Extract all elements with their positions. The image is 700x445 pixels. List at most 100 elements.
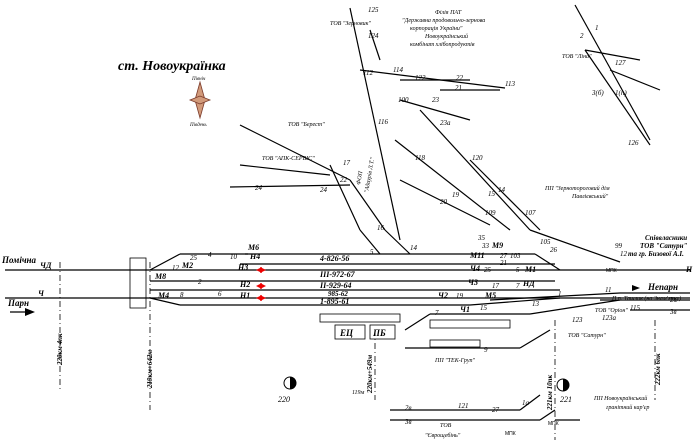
num-label: 24: [255, 184, 263, 192]
branch-124: [369, 29, 381, 61]
num-label: 1(п): [615, 89, 627, 97]
num-label: 9: [484, 346, 488, 354]
company-fop: "Адаурів Л.Т.": [363, 156, 376, 193]
signal-m9: М9: [491, 241, 503, 250]
mpk-label: МПК: [505, 431, 516, 437]
num-label: 114: [393, 66, 403, 74]
direction-east-tashlyk: П.п. Ташлик (на Знам'янку): [611, 295, 681, 302]
branch-127: [584, 49, 641, 61]
signal-m8: М8: [154, 272, 166, 281]
num-label: 126: [628, 139, 639, 147]
num-label: 116: [378, 118, 388, 126]
num-label: 221: [560, 395, 572, 404]
num-label: 6: [218, 290, 222, 298]
signal-ch2: Ч2: [438, 291, 448, 300]
num-label: 2в: [405, 404, 412, 412]
branch-1a-b: [539, 409, 556, 421]
direction-east: Непарн: [647, 282, 678, 292]
track-label-4: 4-826-56: [319, 254, 349, 263]
red-arrow: [260, 267, 266, 273]
num-label: 107: [525, 209, 536, 217]
signal-m2: М2: [181, 261, 193, 270]
compass-south-label: Південь: [189, 123, 207, 128]
num-label: 112: [363, 69, 373, 77]
signal-n: Н: [685, 265, 693, 274]
company-orion: ТОВ "Оріон": [595, 308, 628, 314]
building-pb-label: ПБ: [372, 328, 386, 338]
num-label: 122: [415, 74, 426, 82]
branch-16: [384, 229, 411, 255]
num-label: 26: [550, 246, 558, 254]
num-label: 118: [415, 154, 425, 162]
num-label: 3(б): [591, 89, 604, 97]
num-label: 5: [516, 266, 520, 274]
num-label: 120: [472, 154, 483, 162]
num-label: 17: [343, 159, 351, 167]
arrow-right-icon: [25, 308, 35, 316]
km-label-219: 219км+642м: [146, 350, 154, 389]
num-label: 20: [440, 198, 448, 206]
switch-line: [149, 253, 181, 271]
signal-ch: Ч: [38, 289, 45, 298]
num-label: 2: [580, 32, 584, 40]
company-zernotorg: Павлієвський": [571, 193, 609, 200]
num-label: 2в: [670, 296, 677, 304]
num-label: 19: [452, 191, 460, 199]
company-spivvlasnyky: ТОВ "Сатурн": [640, 242, 688, 250]
num-label: 14: [498, 186, 506, 194]
num-label: 12: [620, 250, 628, 258]
num-label: 33: [481, 242, 490, 250]
building-ec-label: ЕЦ: [339, 328, 354, 338]
direction-west-parity: Парн: [7, 298, 29, 308]
company-apk: ТОВ "АПК-СЕРВІС": [262, 156, 315, 162]
track-13: [529, 299, 621, 315]
signal-ch1: Ч1: [460, 305, 470, 314]
signal-ch3: Ч3: [468, 278, 478, 287]
company-zernovyk: ТОВ "Зерновик": [330, 21, 371, 27]
num-label: 15: [488, 190, 496, 198]
red-arrows: [256, 267, 266, 301]
signal-m4: М4: [157, 291, 169, 300]
num-label: 127: [615, 59, 626, 67]
branch-berest-down: [349, 179, 386, 231]
km-signs: [283, 376, 570, 392]
num-label: 24: [320, 186, 328, 194]
north-branches: [229, 7, 621, 263]
branch-23a: [419, 109, 531, 231]
company-filiya: Новоукраїнський: [424, 33, 468, 40]
num-label: 19: [456, 292, 464, 300]
signal-ch4: Ч4: [470, 264, 480, 273]
switch-line: [534, 253, 561, 271]
num-label: 124: [368, 32, 379, 40]
platform-3: [429, 339, 481, 348]
bridge-219: [129, 257, 147, 309]
num-label: 25: [190, 254, 198, 262]
num-label: 7: [516, 282, 520, 290]
num-label: 125: [368, 6, 379, 14]
num-label: 7: [435, 309, 439, 317]
num-label: 25: [484, 266, 492, 274]
num-label: 103: [510, 252, 521, 260]
num-label: 4: [208, 251, 212, 259]
company-filiya: Філія ПАТ: [435, 10, 462, 16]
km-markers: [59, 262, 656, 440]
num-label: 16: [377, 224, 385, 232]
platform-1: [319, 313, 401, 323]
main-tracks: [5, 253, 690, 349]
station-title: ст. Новоукраїнка: [118, 59, 226, 74]
length-119: 119м: [352, 390, 365, 396]
direction-arrows: [10, 285, 640, 316]
signal-m6: М6: [247, 243, 259, 252]
num-label: 21: [500, 259, 507, 267]
signal-m5: М5: [484, 291, 496, 300]
num-label: 22: [340, 176, 348, 184]
num-label: 13: [532, 300, 540, 308]
num-label: 15: [480, 304, 488, 312]
num-label: 11: [605, 286, 611, 294]
signal-n3: Н3: [237, 263, 248, 272]
num-label: 12: [172, 264, 180, 272]
signal-n2: Н2: [239, 280, 250, 289]
num-label: 115: [630, 304, 640, 312]
